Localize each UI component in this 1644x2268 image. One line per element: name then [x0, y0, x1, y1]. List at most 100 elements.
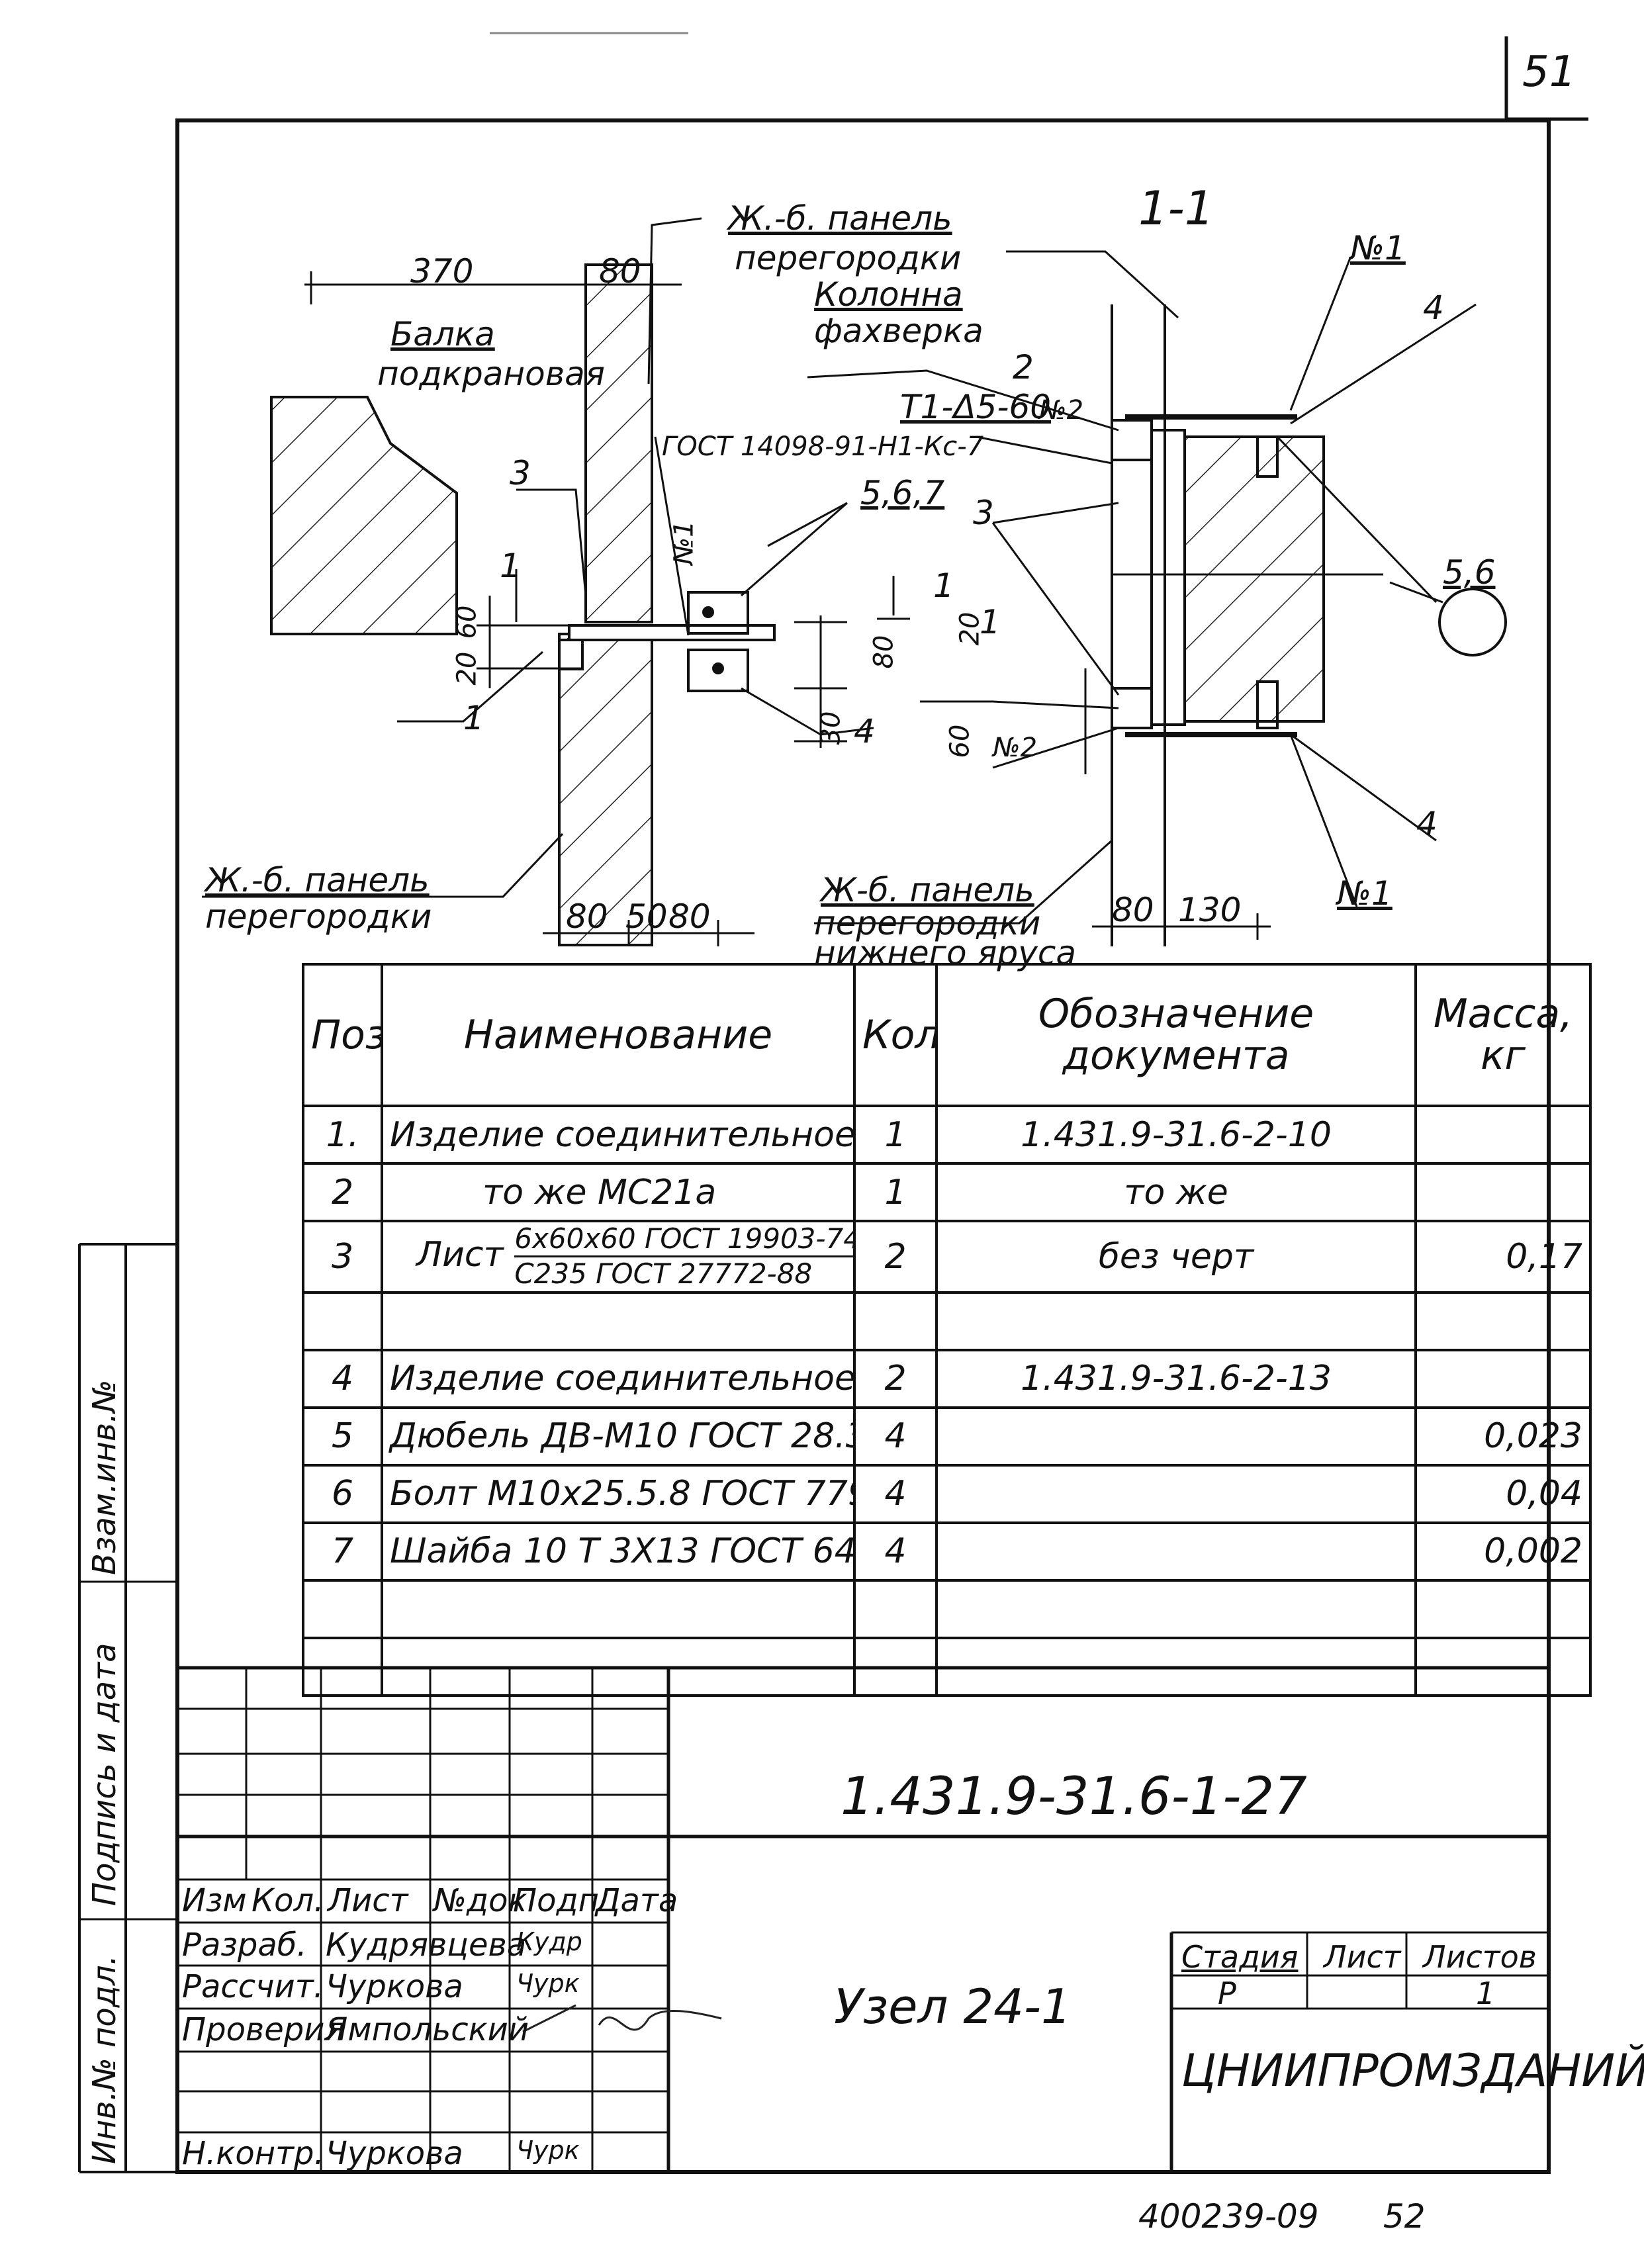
label-column-2: фахверка: [814, 312, 983, 350]
cell-qty: 2: [853, 1220, 938, 1294]
dim-80-top: 80: [599, 252, 641, 291]
cell-mass: [1414, 1578, 1592, 1639]
cell-mass: [1414, 1162, 1592, 1222]
item-3-right: 3: [973, 494, 994, 532]
node-name: Узел 24-1: [834, 1979, 1072, 2034]
label-panel-bottom: Ж-б. панель: [821, 871, 1034, 909]
cell-qty: 4: [853, 1463, 938, 1524]
role-proveril: Проверил: [182, 2011, 345, 2048]
doc-code: 1.431.9-31.6-1-27: [841, 1767, 1307, 1827]
name-proveril: Ямпольский: [326, 2011, 529, 2048]
col-header-kol: Кол.: [251, 1882, 324, 1919]
cell-name: [381, 1291, 856, 1351]
col-header-izm: Изм: [182, 1882, 247, 1919]
no1-top: №1: [1350, 229, 1406, 267]
role-razrab: Разраб.: [182, 1927, 307, 1964]
cell-qty: [853, 1291, 938, 1351]
col-header-podp: Подп: [513, 1882, 600, 1919]
dim-80-r: 80: [1112, 891, 1154, 929]
cell-doc: [935, 1578, 1417, 1639]
cell-qty: 4: [853, 1406, 938, 1467]
right-detail: [807, 250, 1507, 946]
section-mark-right: 1: [933, 567, 954, 605]
table-row: [302, 1636, 1592, 1697]
header-name: Наименование: [381, 963, 856, 1107]
cell-qty: [853, 1578, 938, 1639]
col-header-list: Лист: [328, 1882, 408, 1919]
dim-130-r: 130: [1178, 891, 1242, 929]
cell-mass: 0,002: [1414, 1521, 1592, 1582]
label-column: Колонна: [814, 275, 963, 314]
label-panel-top: Ж.-б. панель: [728, 199, 952, 238]
role-nkontr: Н.контр.: [182, 2135, 324, 2172]
stage-label: Стадия: [1181, 1939, 1299, 1975]
section-mark-left: 1: [500, 547, 521, 585]
item-4-top: 4: [1423, 289, 1444, 327]
header-pos: Поз.: [302, 963, 383, 1107]
label-panel-top-2: перегородки: [735, 239, 962, 277]
cell-pos: 6: [302, 1463, 383, 1524]
cell-doc: то же: [935, 1162, 1417, 1222]
cell-mass: [1414, 1105, 1592, 1165]
cell-name: то же МС21а: [381, 1162, 856, 1222]
stamp-number: 400239-09: [1138, 2197, 1319, 2236]
cell-mass: [1414, 1348, 1592, 1409]
label-panel-bottom-2: перегородки: [814, 904, 1041, 942]
table-row: 7 Шайба 10 Т 3Х13 ГОСТ 6402-70 4 0,002: [302, 1521, 1592, 1582]
cell-qty: 4: [853, 1521, 938, 1582]
name-rasschit: Чуркова: [326, 1968, 463, 2005]
label-beam: Балка: [390, 315, 495, 353]
left-detail: [202, 217, 910, 946]
cell-name: Шайба 10 Т 3Х13 ГОСТ 6402-70: [381, 1521, 856, 1582]
fraction-numerator: 6х60х60 ГОСТ 19903-74*: [514, 1224, 852, 1258]
cell-pos: 4: [302, 1348, 383, 1409]
label-beam-2: подкрановая: [377, 355, 605, 393]
item-567: 5,6,7: [860, 474, 945, 512]
cell-doc: 1.431.9-31.6-2-13: [935, 1348, 1417, 1409]
cell-mass: [1414, 1291, 1592, 1351]
cell-qty: 1: [853, 1162, 938, 1222]
sheet-label: Лист: [1324, 1939, 1401, 1975]
cell-mass: 0,023: [1414, 1406, 1592, 1467]
item-1-right: 1: [980, 603, 1001, 641]
table-row: 3 Лист 6х60х60 ГОСТ 19903-74* С235 ГОСТ …: [302, 1220, 1592, 1294]
cell-name-composite: Лист 6х60х60 ГОСТ 19903-74* С235 ГОСТ 27…: [381, 1220, 856, 1294]
cell-name: Болт М10х25.5.8 ГОСТ 7798-70*: [381, 1463, 856, 1524]
dim-80-b2: 80: [668, 897, 711, 936]
sheets-label: Листов: [1423, 1939, 1537, 1975]
item-56: 5,6: [1443, 553, 1496, 592]
name-fraction: 6х60х60 ГОСТ 19903-74* С235 ГОСТ 27772-8…: [514, 1224, 852, 1290]
cell-doc: [935, 1463, 1417, 1524]
item-1-left: 1: [463, 699, 484, 737]
cell-pos: 2: [302, 1162, 383, 1222]
cell-name: Изделие соединительное МС21: [381, 1105, 856, 1165]
item-3-left: 3: [510, 454, 531, 492]
cell-pos: [302, 1291, 383, 1351]
cell-qty: 1: [853, 1105, 938, 1165]
table-row: [302, 1578, 1592, 1639]
cell-doc: без черт: [935, 1220, 1417, 1294]
cell-qty: 2: [853, 1348, 938, 1409]
stamp-page: 52: [1383, 2197, 1426, 2236]
no1-bottom: №1: [1337, 874, 1393, 913]
col-header-data: Дата: [596, 1882, 678, 1919]
cell-mass: 0,04: [1414, 1463, 1592, 1524]
no2-bottom: №2: [993, 733, 1038, 763]
cell-name: Лист: [416, 1234, 504, 1275]
table-row: 1. Изделие соединительное МС21 1 1.431.9…: [302, 1105, 1592, 1165]
cell-name: Изделие соединительное МС26: [381, 1348, 856, 1409]
sign-nkontr: Чурк: [516, 2136, 580, 2165]
cell-pos: 1.: [302, 1105, 383, 1165]
cell-name: [381, 1578, 856, 1639]
section-label: 1-1: [1138, 181, 1214, 236]
cell-doc: [935, 1521, 1417, 1582]
item-4-center: 4: [854, 712, 875, 750]
table-row: 6 Болт М10х25.5.8 ГОСТ 7798-70* 4 0,04: [302, 1463, 1592, 1524]
col-header-ndok: №док: [434, 1882, 527, 1919]
sign-razrab: Кудр: [516, 1927, 582, 1956]
table-row: 2 то же МС21а 1 то же: [302, 1162, 1592, 1222]
cell-mass: 0,17: [1414, 1220, 1592, 1294]
no2-top: №2: [1039, 395, 1084, 426]
page-number: 51: [1522, 48, 1576, 97]
